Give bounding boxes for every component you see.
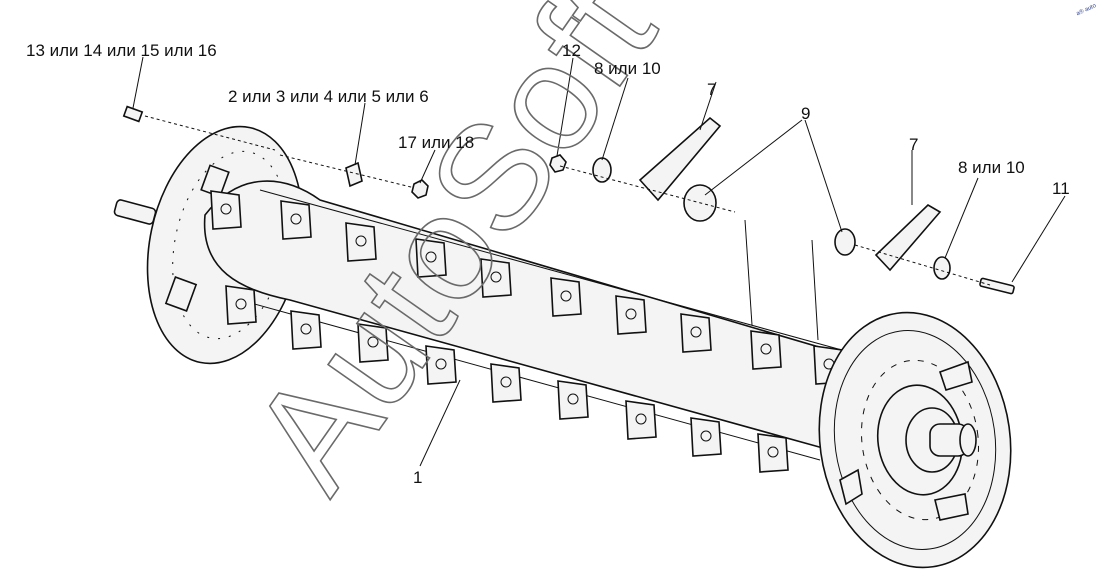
left-shaft-end [113,199,157,225]
callout-13-14-15-16: 13 или 14 или 15 или 16 [26,41,217,60]
knife-assembly [549,116,1015,295]
knife-7-lower [874,204,942,272]
callout-8-10-top: 8 или 10 [594,59,661,78]
callout-1: 1 [413,468,422,487]
lower-lug-row [225,285,789,473]
mounting-hardware [122,105,429,199]
bolt-11 [979,277,1015,295]
drum-body [203,180,899,461]
callout-2-3-4-5-6: 2 или 3 или 4 или 5 или 6 [228,87,429,106]
callout-8-10-right: 8 или 10 [958,158,1025,177]
right-disc [818,311,1012,569]
callout-12: 12 [562,41,581,60]
nut-12 [549,154,567,173]
washer-right [933,256,951,280]
plate-2-6 [345,161,363,188]
callout-9: 9 [801,104,810,123]
corner-logo: a® auto [1075,2,1098,18]
callout-7-top: 7 [707,80,716,99]
callout-11: 11 [1052,179,1070,198]
leader-lines [132,56,1066,467]
callout-7-right: 7 [909,135,918,154]
callout-17-18: 17 или 18 [398,133,474,152]
bolt-13-16 [122,105,144,123]
washer-8-10-right [834,228,856,256]
upper-lug-row [210,190,845,385]
knife-7-upper [638,116,722,202]
nut-17-18 [411,179,429,199]
